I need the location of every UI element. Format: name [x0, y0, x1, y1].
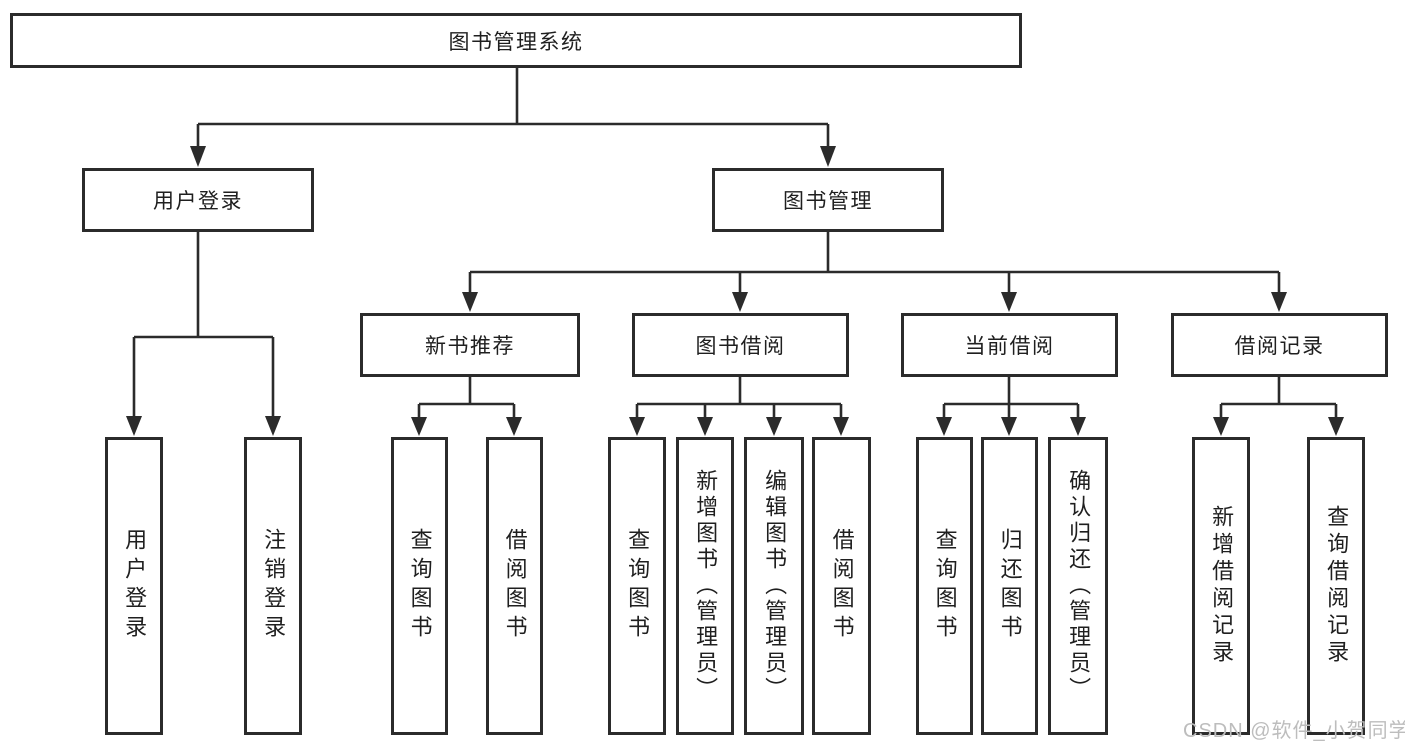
leaf-user-login: 用户登录	[105, 437, 163, 735]
leaf-logout-label: 注销登录	[261, 528, 287, 644]
node-user-login: 用户登录	[82, 168, 314, 232]
leaf-borrow-books-2-label: 借阅图书	[829, 528, 855, 644]
leaf-query-books-1: 查询图书	[391, 437, 448, 735]
leaf-add-borrow-record: 新增借阅记录	[1192, 437, 1250, 735]
leaf-add-borrow-record-label: 新增借阅记录	[1209, 505, 1235, 667]
leaf-query-books-3-label: 查询图书	[932, 528, 958, 644]
leaf-add-books-admin: 新增图书（管理员）	[676, 437, 734, 735]
node-current-borrow: 当前借阅	[901, 313, 1118, 377]
leaf-borrow-books-1: 借阅图书	[486, 437, 543, 735]
node-book-management: 图书管理	[712, 168, 944, 232]
leaf-edit-books-admin: 编辑图书（管理员）	[744, 437, 804, 735]
leaf-return-books-label: 归还图书	[997, 528, 1023, 644]
leaf-query-books-2: 查询图书	[608, 437, 666, 735]
leaf-query-books-3: 查询图书	[916, 437, 973, 735]
node-current-borrow-label: 当前借阅	[964, 335, 1055, 358]
leaf-edit-books-admin-label: 编辑图书（管理员）	[762, 469, 788, 703]
leaf-user-login-label: 用户登录	[122, 528, 148, 644]
leaf-query-books-2-label: 查询图书	[625, 528, 651, 644]
node-borrow-record: 借阅记录	[1171, 313, 1388, 377]
node-book-management-label: 图书管理	[783, 190, 873, 213]
node-borrow-record-label: 借阅记录	[1234, 335, 1325, 358]
node-book-borrow-label: 图书借阅	[695, 335, 786, 358]
node-new-book-recommend-label: 新书推荐	[425, 335, 515, 358]
leaf-confirm-return-admin-label: 确认归还（管理员）	[1066, 469, 1092, 703]
node-root: 图书管理系统	[10, 13, 1022, 68]
watermark: CSDN @软件_小贺同学	[1183, 720, 1405, 742]
node-new-book-recommend: 新书推荐	[360, 313, 580, 377]
leaf-query-borrow-record-label: 查询借阅记录	[1324, 505, 1350, 667]
leaf-logout: 注销登录	[244, 437, 302, 735]
leaf-query-books-1-label: 查询图书	[407, 528, 433, 644]
leaf-borrow-books-1-label: 借阅图书	[502, 528, 528, 644]
node-root-label: 图书管理系统	[448, 30, 584, 54]
node-book-borrow: 图书借阅	[632, 313, 849, 377]
leaf-confirm-return-admin: 确认归还（管理员）	[1048, 437, 1108, 735]
node-user-login-label: 用户登录	[153, 190, 243, 213]
leaf-return-books: 归还图书	[981, 437, 1038, 735]
leaf-add-books-admin-label: 新增图书（管理员）	[693, 469, 719, 703]
leaf-query-borrow-record: 查询借阅记录	[1307, 437, 1365, 735]
leaf-borrow-books-2: 借阅图书	[812, 437, 871, 735]
